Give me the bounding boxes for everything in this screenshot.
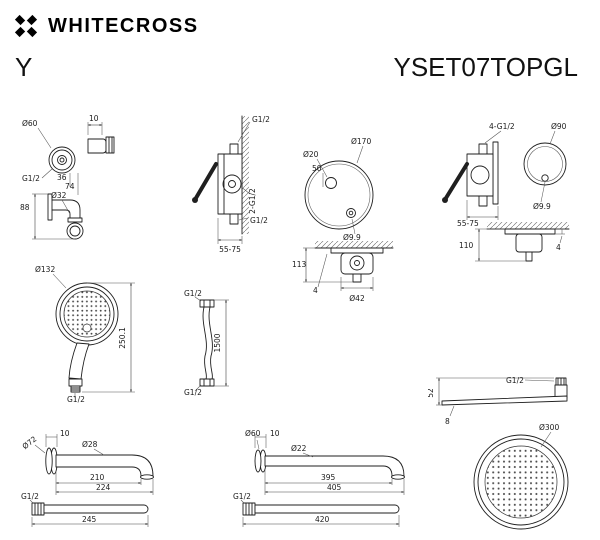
dim-label-flange-d: Ø72 [21, 434, 39, 451]
drawing-hose: G1/2 G1/2 1500 [183, 288, 238, 401]
dim-label-d: Ø300 [539, 423, 559, 432]
dim-label-thread: G1/2 [67, 395, 85, 403]
dim-label-tube-d: Ø28 [82, 440, 98, 449]
dim-label-height: 113 [292, 260, 307, 269]
dim-label-depth: 55-75 [219, 245, 241, 254]
dim-label-offset: 50 [312, 164, 322, 173]
trim-plate-svg: Ø170 Ø20 50 Ø9.9 [303, 137, 374, 242]
dim-label-len-b: 405 [327, 483, 342, 492]
dim-label-flange-d: Ø60 [22, 119, 38, 128]
wall-outlet-dim-lines [32, 122, 103, 240]
series-title: Y [15, 52, 33, 82]
diverter-svg: 113 4 Ø42 [292, 241, 394, 303]
drawing-arm-long: Ø60 10 Ø22 395 405 G1/2 420 [233, 423, 433, 540]
drawing-wall-outlet: Ø60 10 G1/2 36 74 88 Ø32 [18, 110, 128, 247]
dim-label-plate-t: 4 [556, 243, 561, 252]
hand-shower-geometry [55, 282, 119, 393]
dim-label-thread: G1/2 [22, 174, 40, 183]
drawing-trim-plate: Ø170 Ø20 50 Ø9.9 [293, 133, 398, 250]
dim-label-knob-d: Ø42 [349, 294, 365, 303]
diverter-geometry [314, 241, 394, 283]
trim-plate-dim-lines [316, 145, 364, 235]
diverter-dim-lines [303, 247, 374, 291]
dim-label-length: 1500 [213, 333, 222, 352]
hose-geometry [199, 299, 215, 387]
dim-label-length: 250.1 [118, 327, 127, 349]
arm-long-dim-lines [240, 434, 405, 527]
dim-label-plate-t: 4 [313, 286, 318, 295]
overhead-svg: Ø300 [473, 423, 569, 530]
dim-label-tube-d: Ø22 [291, 444, 307, 453]
ceiling-arm-geometry [441, 377, 568, 406]
trim-plate-geometry [304, 160, 374, 230]
dim-label-flange-t: 10 [270, 429, 280, 438]
arm-short-geometry [31, 447, 154, 516]
logo-x-shape [14, 14, 38, 38]
ceiling-arm-dim-lines [436, 377, 555, 417]
dim-label-c: 88 [20, 203, 30, 212]
dim-label-thread: G1/2 [233, 492, 251, 501]
dim-label-thickness: 8 [445, 417, 450, 426]
drawing-diverter: 113 4 Ø42 [291, 233, 401, 310]
drawing-overhead: Ø300 [453, 416, 593, 539]
dim-label-top-thread: G1/2 [184, 289, 202, 298]
dim-label-height: 110 [459, 241, 474, 250]
dim-label-height: 52 [428, 388, 435, 398]
dim-label-flange-t: 10 [89, 114, 99, 123]
drawing-arm-short: Ø72 10 Ø28 210 224 G1/2 245 [20, 423, 185, 540]
arm-long-svg: Ø60 10 Ø22 395 405 G1/2 420 [233, 429, 405, 527]
arm-long-geometry [242, 449, 405, 516]
dim-label-thread: G1/2 [21, 492, 39, 501]
drawing-hand-shower: Ø132 250.1 G1/2 [25, 258, 150, 408]
brand-header: WHITECROSS [12, 12, 199, 40]
mixer-side-dim-lines [217, 121, 251, 244]
overhead-geometry [473, 434, 569, 530]
hose-svg: G1/2 G1/2 1500 [184, 289, 229, 397]
dim-label-top-thread: G1/2 [252, 115, 270, 124]
arm-short-svg: Ø72 10 Ø28 210 224 G1/2 245 [21, 429, 154, 527]
dim-label-total: 420 [315, 515, 330, 524]
mixer-right-svg: 4-G1/2 Ø90 Ø9.9 55-75 110 4 [442, 122, 570, 262]
dim-label-pin-d: Ø9.9 [533, 202, 551, 211]
dim-label-thread: G1/2 [506, 376, 524, 385]
drawing-mixer-side: G1/2 2-G1/2 G1/2 55-75 [180, 106, 285, 261]
drawing-mixer-right: 4-G1/2 Ø90 Ø9.9 55-75 110 4 [433, 116, 593, 276]
dim-label-len-a: 210 [90, 473, 105, 482]
wall-outlet-geometry [47, 136, 115, 240]
dim-label-flange-t: 10 [60, 429, 70, 438]
dim-label-a: 36 [57, 173, 67, 182]
dim-label-plate-d: Ø170 [351, 137, 371, 146]
wall-outlet-svg: Ø60 10 G1/2 36 74 88 Ø32 [20, 114, 115, 240]
dim-label-head-d: Ø132 [35, 265, 55, 274]
hand-shower-svg: Ø132 250.1 G1/2 [35, 265, 135, 404]
dim-label-pin-d: Ø9.9 [343, 233, 361, 242]
mixer-right-geometry [442, 141, 570, 262]
hose-dim-lines [194, 296, 229, 392]
hand-shower-dim-lines [52, 273, 135, 398]
dim-label-bottom-thread: G1/2 [184, 388, 202, 396]
dim-label-plate-d: Ø90 [551, 122, 567, 131]
drawing-ceiling-arm: G1/2 52 8 [426, 370, 593, 433]
mixer-right-dim-lines [466, 130, 565, 262]
dim-label-threads: 4-G1/2 [489, 122, 515, 131]
dim-label-len-a: 395 [321, 473, 336, 482]
ceiling-arm-svg: G1/2 52 8 [426, 376, 568, 426]
dim-label-stem-d: Ø20 [303, 150, 319, 159]
dim-label-bottom-thread: G1/2 [250, 216, 268, 225]
dim-label-flange-d: Ø60 [245, 429, 261, 438]
mixer-side-svg: G1/2 2-G1/2 G1/2 55-75 [192, 115, 270, 254]
dim-label-len-b: 224 [96, 483, 111, 492]
brand-name: WHITECROSS [48, 14, 199, 37]
dim-label-total: 245 [82, 515, 97, 524]
dim-label-depth: 55-75 [457, 219, 479, 228]
overhead-dim-lines [540, 431, 552, 448]
dim-label-b: 74 [65, 182, 75, 191]
mixer-side-geometry [192, 115, 249, 235]
model-title: YSET07TOPGL [393, 52, 579, 82]
dim-label-outlet-d: Ø32 [51, 191, 67, 200]
arm-short-dim-lines [29, 434, 154, 527]
whitecross-logo-icon [14, 14, 38, 38]
dim-label-mid-thread: 2-G1/2 [248, 188, 257, 214]
